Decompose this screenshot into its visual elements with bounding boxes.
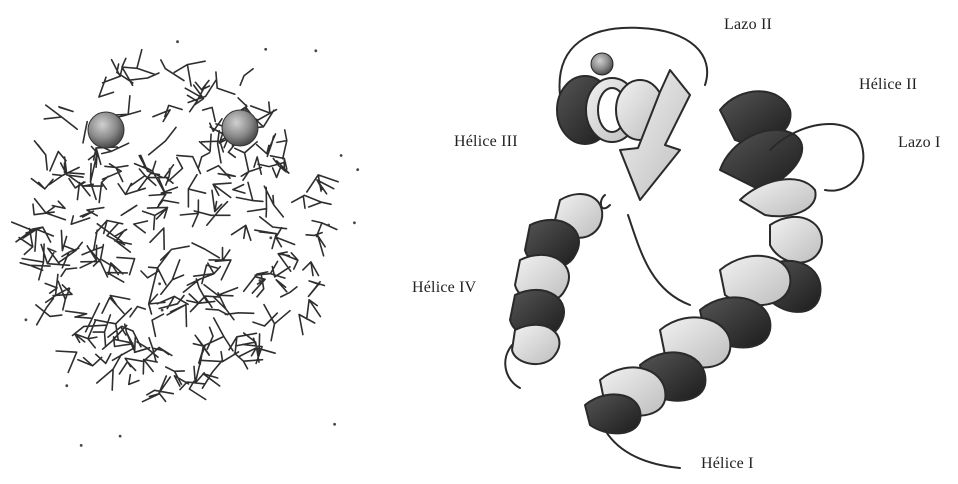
- label-helice-ii: Hélice II: [859, 76, 917, 94]
- stray-atom-dot: [25, 318, 28, 321]
- stray-atom-dot: [176, 40, 179, 43]
- stray-atom-dot: [269, 236, 272, 239]
- helix-i-ribbon: [585, 217, 822, 434]
- stray-atom-dot: [80, 444, 83, 447]
- calcium-ion-right: [222, 110, 258, 146]
- stray-atom-dot: [158, 282, 161, 285]
- stray-atom-dot: [161, 309, 164, 312]
- ribbon-diagram: [505, 28, 863, 468]
- linker-loop-2: [601, 195, 610, 208]
- linker-loop: [628, 215, 690, 305]
- stray-atom-dot: [169, 168, 172, 171]
- stray-atom-dot: [356, 168, 359, 171]
- c-terminal-tail: [605, 430, 680, 468]
- stick-model-bonds: [12, 50, 338, 402]
- stray-atom-dot: [353, 221, 356, 224]
- helix-ii-ribbon: [720, 91, 816, 216]
- stray-atom-dot: [327, 224, 330, 227]
- stray-atom-dot: [259, 279, 262, 282]
- stray-atom-dot: [333, 423, 336, 426]
- label-helice-iii: Hélice III: [454, 133, 518, 151]
- stray-atom-dot: [114, 239, 117, 242]
- calcium-ion-ribbon: [591, 53, 613, 75]
- label-helice-i: Hélice I: [701, 455, 754, 473]
- stray-atom-dot: [340, 154, 343, 157]
- calcium-ion-left: [88, 112, 124, 148]
- label-helice-iv: Hélice IV: [412, 279, 476, 297]
- stray-atom-dot: [264, 48, 267, 51]
- stray-atom-dot: [65, 384, 68, 387]
- stray-atom-dot: [119, 435, 122, 438]
- helix-iv-ribbon: [510, 194, 602, 364]
- label-lazo-ii: Lazo II: [724, 16, 772, 34]
- stray-atom-dot: [314, 49, 317, 52]
- label-lazo-i: Lazo I: [898, 134, 941, 152]
- stick-model-structure: [12, 40, 359, 447]
